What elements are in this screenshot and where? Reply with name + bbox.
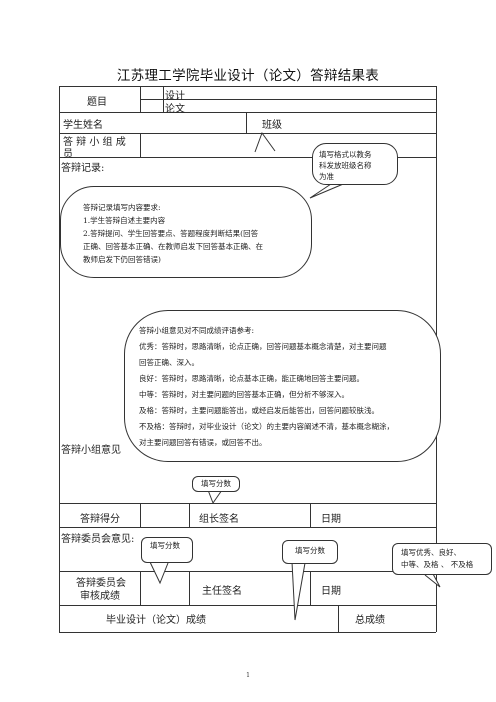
row-line	[59, 133, 436, 134]
row-line	[59, 86, 436, 87]
table-left-border	[59, 86, 60, 632]
col-line	[140, 86, 141, 112]
panel-members-label-cont: 员	[63, 149, 73, 160]
committee-opinion-label: 答辩委员会意见:	[61, 534, 135, 545]
col-line	[140, 571, 141, 605]
col-line	[140, 133, 141, 157]
grading-note-line: 及格：答辩时，主要问题能答出，或经启发后能答出，回答问题较肤浅。	[139, 406, 379, 415]
date-label-2: 日期	[321, 586, 341, 597]
col-line	[140, 503, 141, 527]
grading-note-line: 不及格：答辩时，对毕业设计（论文）的主要内容阐述不清，基本概念糊涂，	[139, 422, 394, 431]
row-line	[59, 605, 436, 606]
class-note-line: 科发放班级名称	[319, 161, 372, 170]
col-line	[246, 112, 247, 133]
record-note-line: 教师启发下仍回答错误)	[83, 255, 161, 264]
col-line	[163, 86, 164, 112]
class-format-callout: 填写格式以教务 科发放班级名称 为准	[312, 143, 398, 185]
grade-options-callout: 填写优秀、良好、 中等、及格 、 不及格	[392, 543, 492, 575]
grade-note-line: 中等、及格 、 不及格	[401, 560, 474, 569]
record-note-line: 答辩记录填写内容要求:	[83, 203, 161, 212]
grading-note-line: 中等：答辩时，对主要问题的回答基本正确，但分析不够深入。	[139, 390, 349, 399]
page-number: 1	[246, 672, 250, 679]
topic-label: 题目	[87, 97, 107, 108]
record-note-line: 1.学生答辩自述主要内容	[83, 216, 166, 225]
row-line	[140, 99, 436, 100]
grading-reference-callout: 答辩小组意见对不同成绩评语参考: 优秀：答辩时，思路清晰，论点正确，回答问题基本…	[124, 310, 441, 462]
defense-record-label: 答辩记录:	[61, 163, 105, 174]
director-signature-label: 主任签名	[202, 586, 242, 597]
total-grade-label: 总成绩	[355, 615, 385, 626]
grading-note-line: 优秀：答辩时，思路清晰，论点正确，回答问题基本概念清楚，对主要问题	[139, 342, 387, 351]
thesis-label: 论文	[165, 104, 185, 115]
grade-note-line: 填写优秀、良好、	[401, 548, 461, 557]
grading-note-line: 对主要问题回答有错误，或回答不出。	[139, 438, 267, 447]
committee-review-label-cont: 审核成绩	[80, 591, 120, 602]
grading-note-line: 答辩小组意见对不同成绩评语参考:	[139, 326, 255, 335]
class-note-line: 填写格式以教务	[319, 150, 372, 159]
grading-note-line: 回答正确、深入。	[139, 358, 199, 367]
committee-review-label: 答辩委员会	[76, 578, 126, 589]
col-line	[189, 571, 190, 605]
record-note-line: 2.答辩提问、学生回答要点、答题程度判断结果(回答	[83, 229, 259, 238]
col-line	[338, 605, 339, 632]
row-line	[59, 571, 436, 572]
class-note-line: 为准	[319, 172, 334, 181]
row-line	[59, 632, 436, 633]
record-requirements-callout: 答辩记录填写内容要求: 1.学生答辩自述主要内容 2.答辩提问、学生回答要点、答…	[60, 186, 312, 278]
record-note-line: 正确、回答基本正确、在教师启发下回答基本正确、在	[83, 242, 263, 251]
row-line	[59, 112, 436, 113]
student-name-label: 学生姓名	[63, 120, 103, 131]
col-line	[310, 503, 311, 527]
col-line	[310, 571, 311, 605]
row-line	[59, 527, 436, 528]
panel-opinion-label: 答辩小组意见	[61, 445, 121, 456]
date-label: 日期	[321, 514, 341, 525]
grading-note-line: 良好：答辩时，思路清晰，论点基本正确，能正确地回答主要问题。	[139, 374, 364, 383]
committee-score-note-1: 填写分数	[141, 537, 193, 563]
col-line	[189, 503, 190, 527]
defense-score-label: 答辩得分	[80, 514, 120, 525]
leader-signature-label: 组长签名	[199, 514, 239, 525]
page-title: 江苏理工学院毕业设计（论文）答辩结果表	[116, 68, 380, 84]
design-label: 设计	[165, 91, 185, 102]
committee-score-note-2: 填写分数	[282, 540, 338, 564]
final-grade-label: 毕业设计（论文）成绩	[106, 615, 206, 626]
panel-members-label: 答 辩 小 组 成	[63, 137, 126, 148]
class-label: 班级	[262, 120, 282, 131]
row-line	[59, 157, 436, 158]
score-note-callout: 填写分数	[192, 476, 240, 492]
row-line	[59, 503, 436, 504]
